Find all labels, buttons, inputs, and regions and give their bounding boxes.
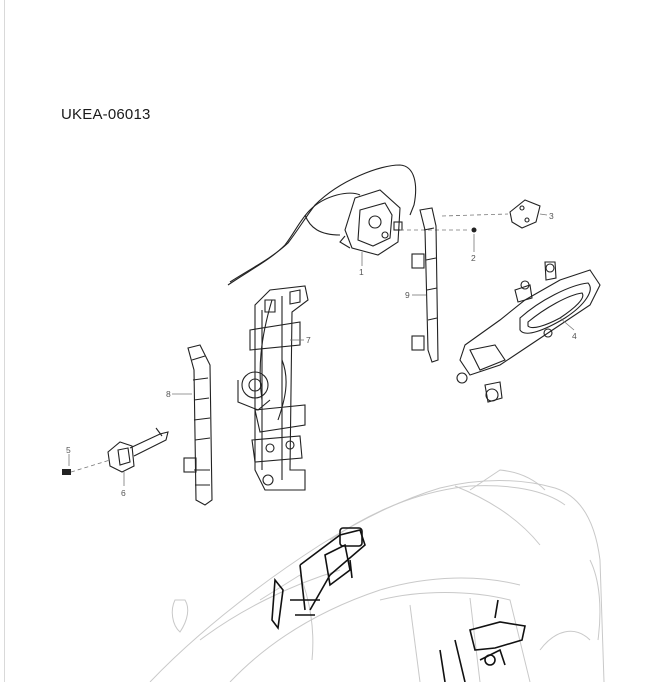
callout-4: 4 bbox=[572, 331, 577, 341]
callout-8: 8 bbox=[166, 389, 171, 399]
callout-1: 1 bbox=[359, 267, 364, 277]
part-9-glass-run-channel bbox=[411, 207, 439, 363]
callout-7: 7 bbox=[306, 335, 311, 345]
diagram-code: UKEA-06013 bbox=[61, 106, 151, 123]
vehicle-front-door-parts bbox=[271, 527, 366, 631]
leader-4 bbox=[559, 317, 575, 331]
part-7-window-regulator bbox=[237, 285, 309, 491]
callout-6: 6 bbox=[121, 488, 126, 498]
part-6-door-check bbox=[107, 427, 169, 486]
part-5-bolt bbox=[62, 454, 111, 475]
callout-5: 5 bbox=[66, 445, 71, 455]
callout-3: 3 bbox=[549, 211, 554, 221]
part-3-door-striker bbox=[441, 199, 548, 229]
part-2-screw bbox=[400, 227, 477, 252]
part-8-glass-run-channel bbox=[172, 344, 213, 506]
part-4-outer-handle-bracket bbox=[456, 261, 601, 403]
callout-9: 9 bbox=[405, 290, 410, 300]
page-border bbox=[4, 0, 5, 682]
vehicle-rear-door-parts bbox=[439, 599, 526, 682]
part-1-door-lock-actuator bbox=[227, 164, 417, 286]
callout-2: 2 bbox=[471, 253, 476, 263]
vehicle-outline bbox=[149, 469, 605, 682]
